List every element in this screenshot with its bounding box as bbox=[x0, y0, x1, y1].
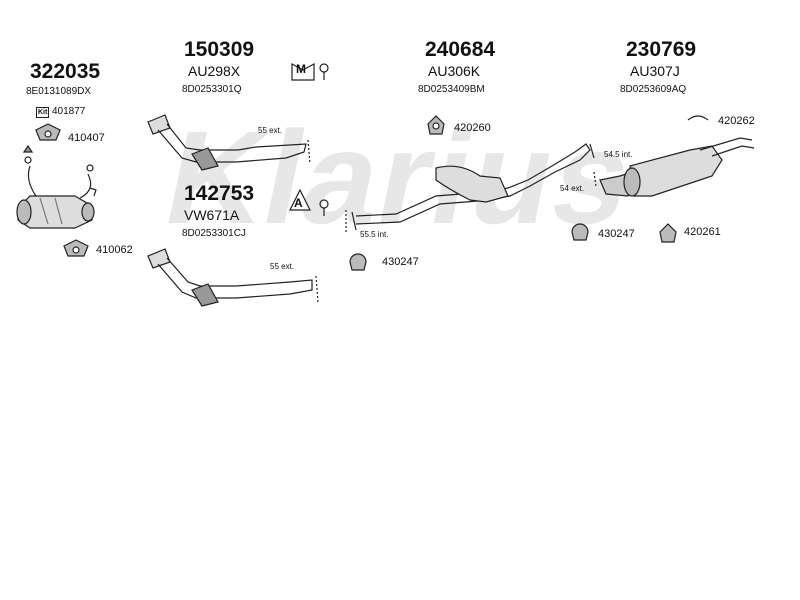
dimension-55-5-int: 55.5 int. bbox=[360, 230, 389, 239]
kit-badge: Kit bbox=[36, 107, 50, 118]
assembly-code-240684: AU306K bbox=[428, 63, 481, 79]
automatic-transmission-icon: A bbox=[294, 196, 303, 210]
fitting-410062: 410062 bbox=[96, 244, 133, 256]
fitting-icons bbox=[35, 115, 709, 271]
dimension-54-ext: 54 ext. bbox=[560, 184, 585, 193]
assembly-code-142753: VW671A bbox=[184, 207, 240, 223]
assembly-number-240684: 240684 bbox=[425, 38, 496, 61]
front-pipe-lower bbox=[147, 248, 319, 307]
oem-number-240684: 8D0253409BM bbox=[418, 84, 485, 95]
catalytic-converter bbox=[16, 144, 97, 229]
fitting-420262: 420262 bbox=[718, 115, 755, 127]
dimension-55-ext-lower: 55 ext. bbox=[270, 262, 295, 271]
rear-silencer bbox=[593, 137, 755, 197]
dimension-54-5-int: 54.5 int. bbox=[604, 150, 633, 159]
assembly-code-230769: AU307J bbox=[630, 63, 680, 79]
middle-section bbox=[345, 143, 595, 232]
kit-number: 401877 bbox=[52, 106, 86, 117]
manual-transmission-icon: M bbox=[296, 62, 306, 76]
assembly-number-230769: 230769 bbox=[626, 38, 697, 61]
front-pipe-upper bbox=[147, 114, 311, 171]
oem-number-230769: 8D0253609AQ bbox=[620, 84, 687, 95]
assembly-number-322035: 322035 bbox=[30, 60, 101, 83]
dimension-55-ext-upper: 55 ext. bbox=[258, 126, 283, 135]
fitting-420260: 420260 bbox=[454, 122, 491, 134]
fitting-430247-a: 430247 bbox=[382, 256, 419, 268]
fitting-410407: 410407 bbox=[68, 132, 105, 144]
fitting-420261: 420261 bbox=[684, 226, 721, 238]
assembly-number-150309: 150309 bbox=[184, 38, 255, 61]
oem-number-322035: 8E0131089DX bbox=[26, 86, 92, 97]
fitting-430247-b: 430247 bbox=[598, 228, 635, 240]
assembly-code-150309: AU298X bbox=[188, 63, 241, 79]
oem-number-150309: 8D0253301Q bbox=[182, 84, 242, 95]
assembly-number-142753: 142753 bbox=[184, 182, 255, 205]
transmission-icons bbox=[289, 62, 329, 216]
oem-number-142753: 8D0253301CJ bbox=[182, 228, 246, 239]
